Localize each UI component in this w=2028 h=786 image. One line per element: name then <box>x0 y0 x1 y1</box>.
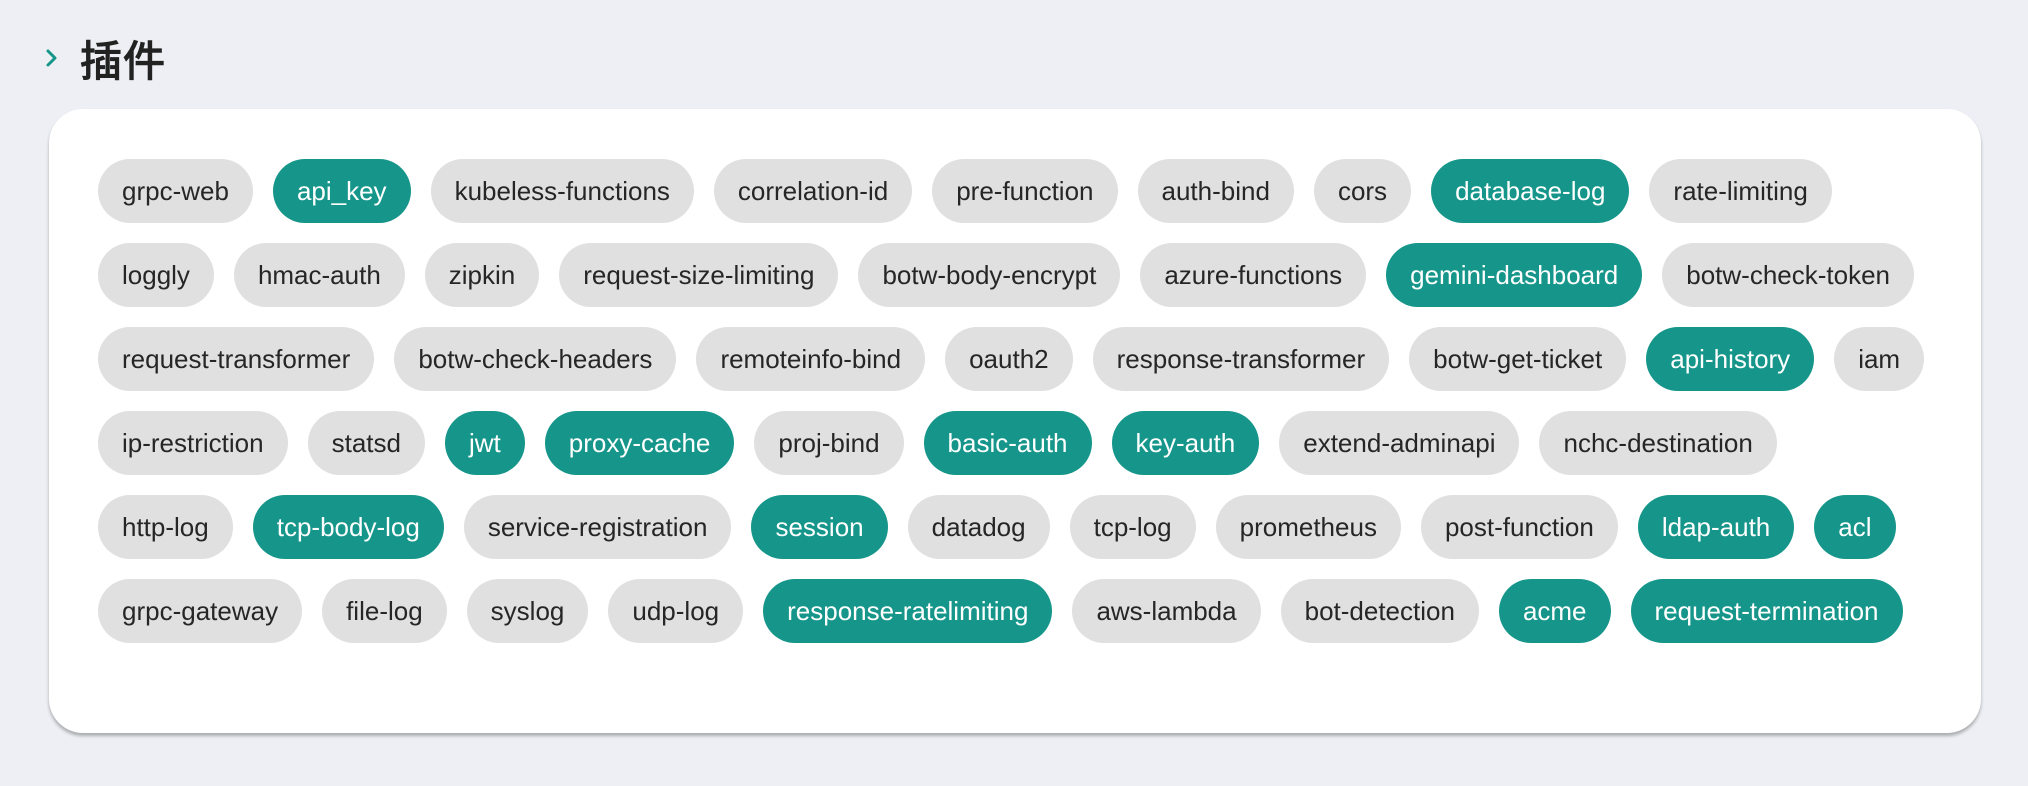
plugin-row: request-transformer botw-check-headers rem… <box>98 327 1948 391</box>
plugin-tag-iam[interactable]: iam <box>1834 327 1925 391</box>
plugin-tag-bot-detection[interactable]: bot-detection <box>1280 579 1479 643</box>
plugin-tag-gemini-dashboard[interactable]: gemini-dashboard <box>1386 243 1643 307</box>
plugin-tag-jwt[interactable]: jwt <box>444 411 525 475</box>
plugin-tag-auth-bind[interactable]: auth-bind <box>1137 159 1294 223</box>
plugin-tag-azure-functions[interactable]: azure-functions <box>1140 243 1367 307</box>
plugin-tag-kubeless-functions[interactable]: kubeless-functions <box>430 159 694 223</box>
plugin-tag-aws-lambda[interactable]: aws-lambda <box>1072 579 1261 643</box>
plugin-tag-ip-restriction[interactable]: ip-restriction <box>98 411 288 475</box>
plugin-tag-botw-check-token[interactable]: botw-check-token <box>1662 243 1915 307</box>
plugin-tag-request-size-limiting[interactable]: request-size-limiting <box>559 243 839 307</box>
plugin-tag-zipkin[interactable]: zipkin <box>424 243 540 307</box>
plugin-tag-response-ratelimiting[interactable]: response-ratelimiting <box>763 579 1053 643</box>
section-header[interactable]: 插件 <box>38 30 166 86</box>
plugin-tag-proxy-cache[interactable]: proxy-cache <box>544 411 735 475</box>
plugin-tag-api-history[interactable]: api-history <box>1646 327 1815 391</box>
plugin-tag-tcp-body-log[interactable]: tcp-body-log <box>252 495 444 559</box>
plugin-tag-statsd[interactable]: statsd <box>307 411 425 475</box>
plugin-row: http-log tcp-body-log service-registration… <box>98 495 1948 559</box>
plugin-tag-http-log[interactable]: http-log <box>98 495 233 559</box>
plugin-tag-proj-bind[interactable]: proj-bind <box>754 411 904 475</box>
plugin-tag-loggly[interactable]: loggly <box>98 243 214 307</box>
plugin-tag-remoteinfo-bind[interactable]: remoteinfo-bind <box>696 327 926 391</box>
plugin-tag-grpc-web[interactable]: grpc-web <box>98 159 253 223</box>
plugin-tag-extend-adminapi[interactable]: extend-adminapi <box>1279 411 1520 475</box>
plugin-tag-prometheus[interactable]: prometheus <box>1215 495 1401 559</box>
section-title: 插件 <box>80 36 167 86</box>
plugin-tag-botw-get-ticket[interactable]: botw-get-ticket <box>1409 327 1627 391</box>
plugin-row: ip-restriction statsd jwt proxy-cache proj-b… <box>98 411 1948 475</box>
plugin-tag-nchc-destination[interactable]: nchc-destination <box>1539 411 1777 475</box>
plugin-tag-botw-check-headers[interactable]: botw-check-headers <box>394 327 677 391</box>
plugin-row: grpc-gateway file-log syslog udp-log respons… <box>98 579 1948 643</box>
plugin-tag-pre-function[interactable]: pre-function <box>932 159 1118 223</box>
plugin-tag-file-log[interactable]: file-log <box>322 579 447 643</box>
plugin-tag-hmac-auth[interactable]: hmac-auth <box>233 243 405 307</box>
plugin-tag-udp-log[interactable]: udp-log <box>608 579 744 643</box>
plugin-tag-api_key[interactable]: api_key <box>272 159 411 223</box>
plugin-row: grpc-web api_key kubeless-functions correla… <box>98 159 1948 223</box>
plugin-tag-botw-body-encrypt[interactable]: botw-body-encrypt <box>858 243 1121 307</box>
plugin-tag-ldap-auth[interactable]: ldap-auth <box>1637 495 1795 559</box>
plugin-tag-request-transformer[interactable]: request-transformer <box>98 327 375 391</box>
plugin-tag-post-function[interactable]: post-function <box>1420 495 1618 559</box>
plugin-tag-acl[interactable]: acl <box>1814 495 1896 559</box>
plugin-tag-cors[interactable]: cors <box>1313 159 1412 223</box>
plugin-tag-oauth2[interactable]: oauth2 <box>945 327 1073 391</box>
plugin-tag-basic-auth[interactable]: basic-auth <box>923 411 1092 475</box>
plugin-tag-tcp-log[interactable]: tcp-log <box>1069 495 1196 559</box>
plugin-tag-database-log[interactable]: database-log <box>1431 159 1630 223</box>
plugins-card: grpc-web api_key kubeless-functions correla… <box>49 109 1981 733</box>
plugin-tag-grpc-gateway[interactable]: grpc-gateway <box>98 579 303 643</box>
plugin-tag-session[interactable]: session <box>751 495 888 559</box>
plugin-tag-list: grpc-web api_key kubeless-functions correla… <box>98 159 1948 663</box>
plugin-tag-acme[interactable]: acme <box>1498 579 1611 643</box>
plugin-tag-key-auth[interactable]: key-auth <box>1111 411 1260 475</box>
plugin-tag-datadog[interactable]: datadog <box>907 495 1050 559</box>
plugin-tag-correlation-id[interactable]: correlation-id <box>713 159 913 223</box>
plugin-tag-request-termination[interactable]: request-termination <box>1630 579 1903 643</box>
plugin-tag-response-transformer[interactable]: response-transformer <box>1092 327 1390 391</box>
plugin-tag-service-registration[interactable]: service-registration <box>463 495 732 559</box>
plugin-tag-rate-limiting[interactable]: rate-limiting <box>1649 159 1832 223</box>
plugin-row: loggly hmac-auth zipkin request-size-limiti… <box>98 243 1948 307</box>
plugin-tag-syslog[interactable]: syslog <box>466 579 589 643</box>
chevron-right-icon[interactable] <box>38 44 66 72</box>
